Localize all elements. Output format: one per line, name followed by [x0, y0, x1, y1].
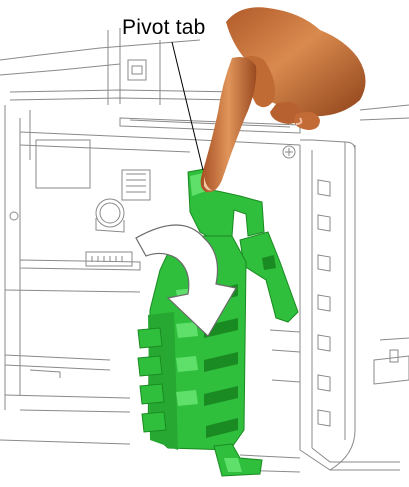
green-pivot-part [138, 168, 298, 476]
pivot-tab-label: Pivot tab [122, 16, 206, 40]
callout-leader-line [172, 42, 203, 170]
pointing-hand-icon [201, 7, 366, 192]
